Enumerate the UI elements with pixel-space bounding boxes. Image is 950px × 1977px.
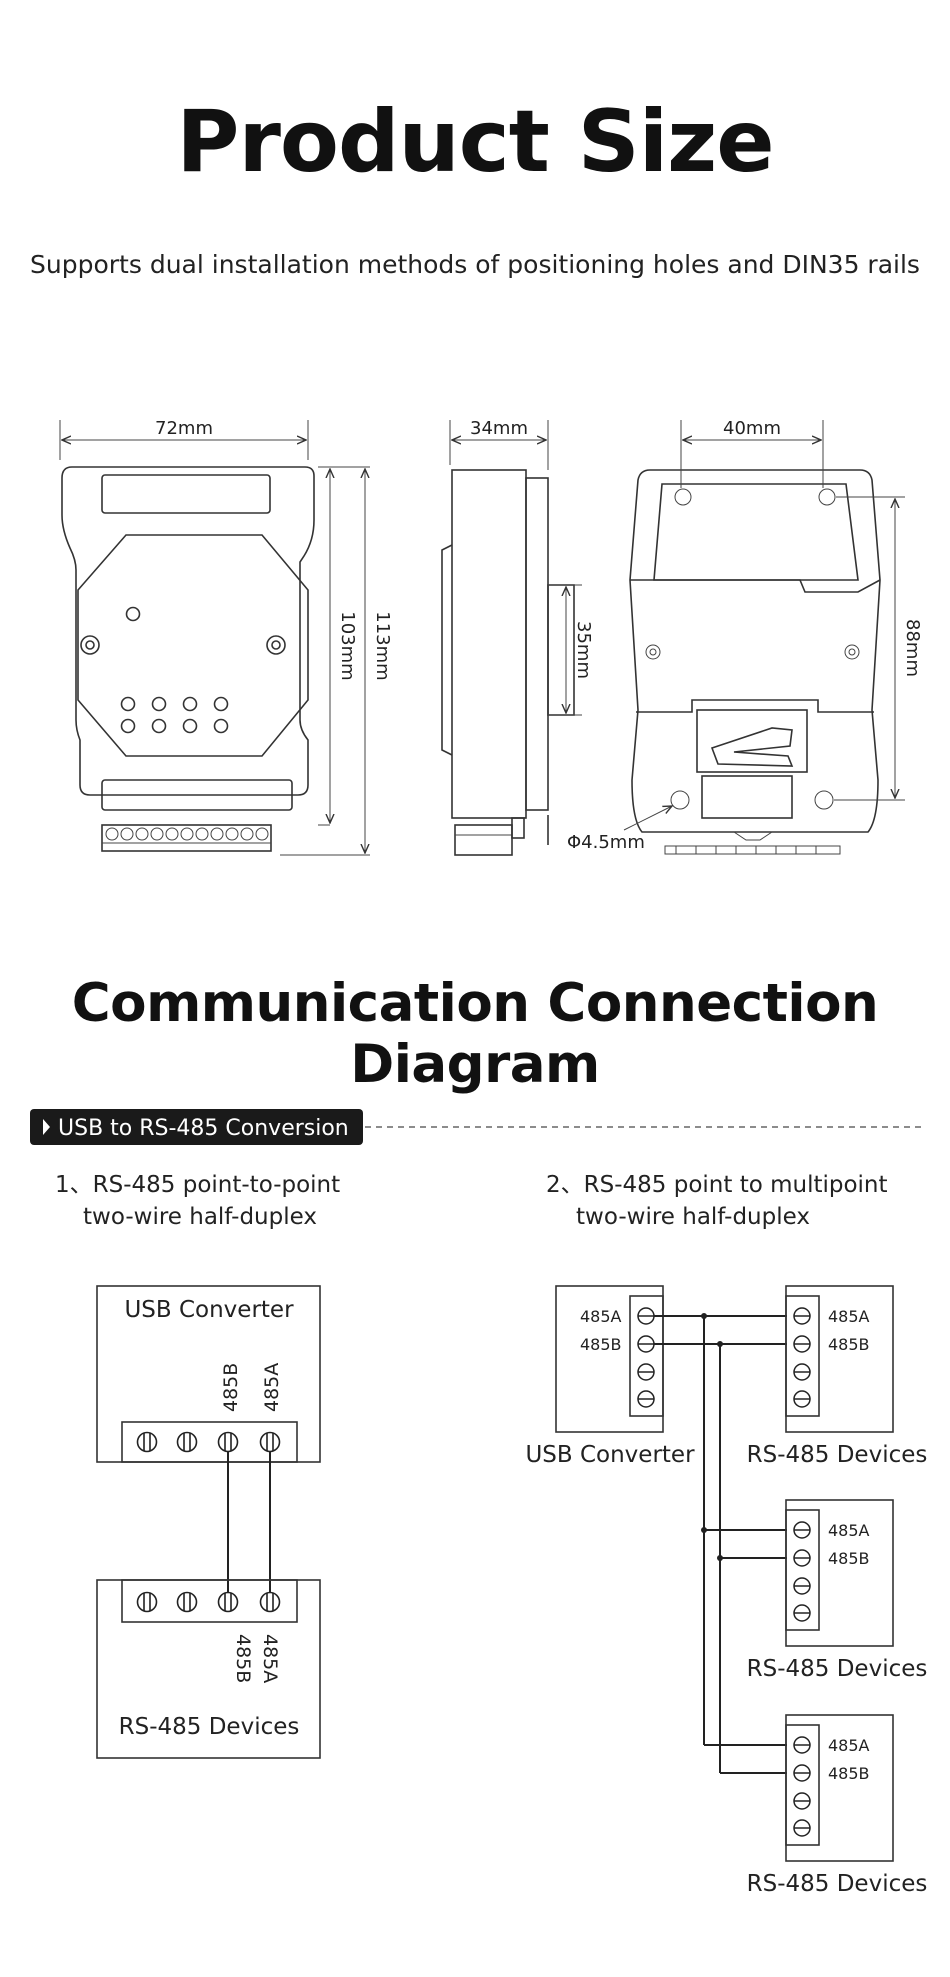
diagram2-device2-pin-a: 485A <box>828 1521 870 1540</box>
diagram2-converter-pin-a: 485A <box>580 1307 622 1326</box>
dim-hole-spacing-w: 40mm <box>723 418 781 439</box>
diagram2-converter-label: USB Converter <box>525 1442 695 1468</box>
page-subtitle: Supports dual installation methods of po… <box>30 250 920 279</box>
diagram2-device3-pin-a: 485A <box>828 1736 870 1755</box>
diagram1-caption-line1: 1、RS-485 point-to-point <box>55 1172 340 1198</box>
dim-hole-diameter: Φ4.5mm <box>567 832 645 853</box>
diagram2-device1-pin-a: 485A <box>828 1307 870 1326</box>
diagram2-device1-label: RS-485 Devices <box>747 1442 928 1468</box>
dim-front-width: 72mm <box>155 418 213 439</box>
diagram-point-to-multipoint: 2、RS-485 point to multipoint two-wire ha… <box>525 1172 927 1897</box>
dim-side-depth: 34mm <box>470 418 528 439</box>
page-title: Product Size <box>176 92 774 192</box>
diagram1-device-pin-a: 485A <box>259 1634 281 1683</box>
section-title: Communication Connection Diagram <box>71 973 879 1095</box>
diagram1-device-pin-b: 485B <box>232 1634 254 1683</box>
diagram-point-to-point: 1、RS-485 point-to-point two-wire half-du… <box>55 1172 340 1759</box>
diagram2-device3-label: RS-485 Devices <box>747 1871 928 1897</box>
diagram1-caption-line2: two-wire half-duplex <box>83 1204 317 1230</box>
diagram2-device2-label: RS-485 Devices <box>747 1656 928 1682</box>
back-view: 40mm 88mm Φ4.5mm <box>567 418 923 855</box>
diagram1-converter-pin-a: 485A <box>261 1363 283 1412</box>
diagram2-device3-pin-b: 485B <box>828 1764 870 1783</box>
dim-rail: 35mm <box>573 621 594 679</box>
dim-front-height-inner: 103mm <box>337 611 358 680</box>
section-label: USB to RS-485 Conversion <box>30 1109 924 1145</box>
diagram2-device2-pin-b: 485B <box>828 1549 870 1568</box>
side-view: 34mm 35mm <box>441 418 594 856</box>
dim-hole-spacing-h: 88mm <box>902 619 923 677</box>
diagram2-converter-pin-b: 485B <box>580 1335 622 1354</box>
section-label-text: USB to RS-485 Conversion <box>58 1116 349 1141</box>
diagram2-caption-line2: two-wire half-duplex <box>576 1204 810 1230</box>
dim-front-height-outer: 113mm <box>372 611 393 680</box>
diagram2-caption-line1: 2、RS-485 point to multipoint <box>546 1172 888 1198</box>
front-view: 72mm 103mm 113mm <box>59 418 393 856</box>
diagram2-device1-pin-b: 485B <box>828 1335 870 1354</box>
diagram1-converter-pin-b: 485B <box>220 1363 242 1412</box>
diagram1-device-label: RS-485 Devices <box>119 1714 300 1740</box>
diagram1-converter-label: USB Converter <box>124 1297 294 1323</box>
